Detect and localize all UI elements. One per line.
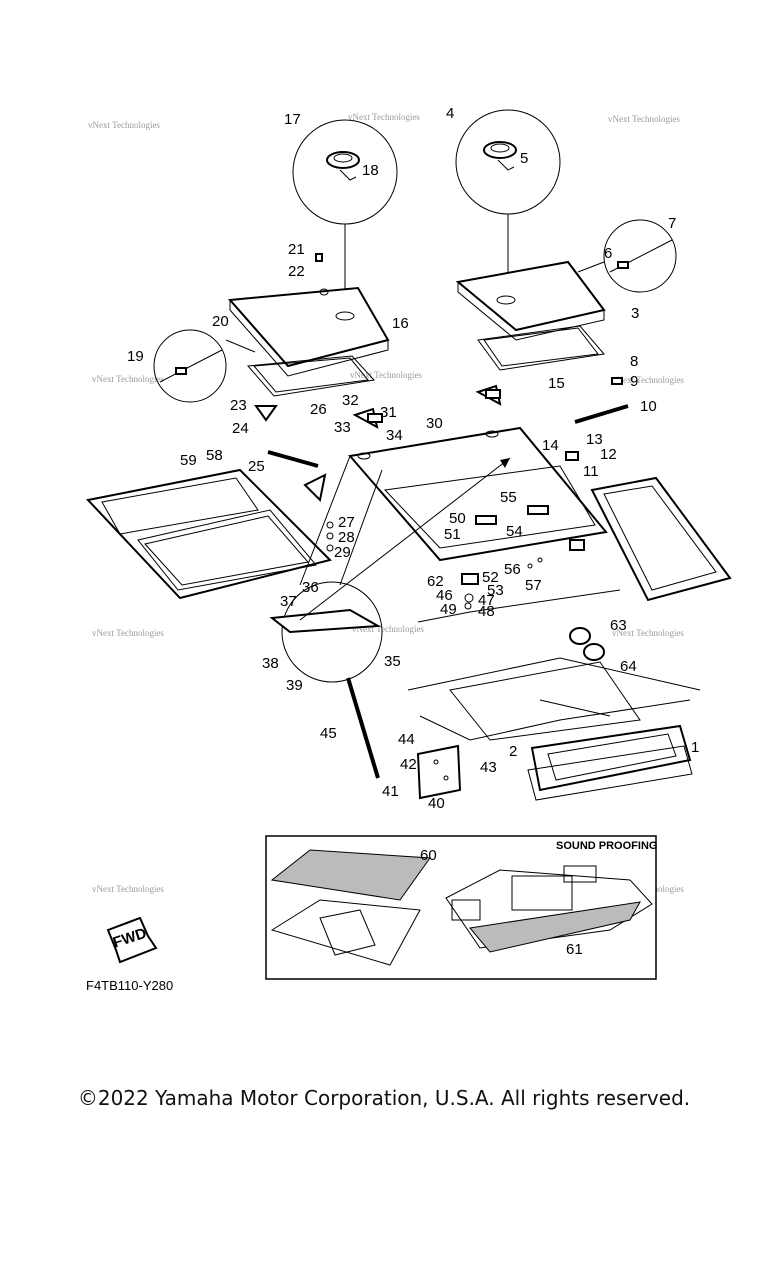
callout-55: 55 [500,489,517,506]
callout-59: 59 [180,452,197,469]
pump-assembly [569,627,605,661]
detail-circle-hinge-left [153,329,256,403]
sound-proofing-box: SOUND PROOFING [265,835,657,980]
callout-41: 41 [382,783,399,800]
callout-11: 11 [583,463,599,480]
callout-26: 26 [310,401,327,418]
callout-18: 18 [362,162,379,179]
callout-12: 12 [600,446,617,463]
watermark: vNext Technologies [612,628,684,638]
callout-51: 51 [444,526,461,543]
watermark: vNext Technologies [348,112,420,122]
watermark: vNext Technologies [92,374,164,384]
sound-proofing-label: SOUND PROOFING [556,840,657,852]
callout-60: 60 [420,847,437,864]
callout-56: 56 [504,561,521,578]
watermark: vNext Technologies [352,624,424,634]
callout-30: 30 [426,415,443,432]
callout-46: 46 [436,587,453,604]
callout-53: 53 [487,582,504,599]
fwd-arrow-icon: FWD [106,916,158,964]
callout-39: 39 [286,677,303,694]
callout-27: 27 [338,514,355,531]
callout-19: 19 [127,348,144,365]
detail-circle-right [455,109,561,300]
callout-25: 25 [248,458,265,475]
callout-47: 47 [478,592,495,609]
callout-22: 22 [288,263,305,280]
callout-43: 43 [480,759,497,776]
callout-52: 52 [482,569,499,586]
callout-24: 24 [232,420,249,437]
callout-33: 33 [334,419,351,436]
callout-40: 40 [428,795,445,812]
deck-frame [348,426,608,585]
callout-21: 21 [288,241,305,258]
watermark: vNext Technologies [88,120,160,130]
callout-20: 20 [212,313,229,330]
callout-29: 29 [334,544,351,561]
callout-17: 17 [284,111,301,128]
callout-42: 42 [400,756,417,773]
diagram-code: F4TB110-Y280 [86,978,173,993]
watermark: vNext Technologies [612,375,684,385]
callout-61: 61 [566,941,583,958]
hatch-cover-bottom [527,724,693,801]
callout-32: 32 [342,392,359,409]
bracket [416,744,462,800]
callout-14: 14 [542,437,559,454]
copyright-notice: ©2022 Yamaha Motor Corporation, U.S.A. A… [77,1086,691,1110]
watermark: vNext Technologies [608,114,680,124]
callout-45: 45 [320,725,337,742]
callout-9: 9 [630,373,638,390]
callout-48: 48 [478,603,495,620]
watermark: vNext Technologies [350,370,422,380]
assembly-arrows [299,457,511,621]
callout-2: 2 [509,743,517,760]
callout-5: 5 [520,150,528,167]
fasteners [315,253,623,610]
callout-4: 4 [446,105,454,122]
callout-57: 57 [525,577,542,594]
callout-62: 62 [427,573,444,590]
gas-strut-left [254,405,327,503]
callout-38: 38 [262,655,279,672]
watermark: vNext Technologies [92,884,164,894]
callout-1: 1 [691,739,699,756]
watermark: vNext Technologies [92,628,164,638]
callout-3: 3 [631,305,639,322]
storage-bin-tray [86,468,332,600]
hatch-lid-right [455,260,606,371]
callout-64: 64 [620,658,637,675]
callout-13: 13 [586,431,603,448]
strut-rear [346,677,380,779]
callout-54: 54 [506,523,523,540]
callout-16: 16 [392,315,409,332]
callout-15: 15 [548,375,565,392]
callout-35: 35 [384,653,401,670]
detail-circle-left [292,119,398,315]
side-hatch-right [590,476,732,602]
callout-50: 50 [449,510,466,527]
detail-circle-rear [269,455,383,683]
callout-49: 49 [440,601,457,618]
hull-lines [407,589,701,741]
callout-7: 7 [668,215,676,232]
callout-58: 58 [206,447,223,464]
callout-10: 10 [640,398,657,415]
callout-31: 31 [380,404,397,421]
callouts: 1 2 3 4 5 6 7 8 9 10 11 12 13 14 15 16 1… [127,105,699,958]
callout-6: 6 [604,245,612,262]
callout-44: 44 [398,731,415,748]
callout-8: 8 [630,353,638,370]
hatch-lid-left [227,286,390,397]
callout-23: 23 [230,397,247,414]
detail-circle-hinge-right [577,219,677,293]
callout-63: 63 [610,617,627,634]
callout-36: 36 [302,579,319,596]
callout-34: 34 [386,427,403,444]
callout-37: 37 [280,593,297,610]
callout-28: 28 [338,529,355,546]
